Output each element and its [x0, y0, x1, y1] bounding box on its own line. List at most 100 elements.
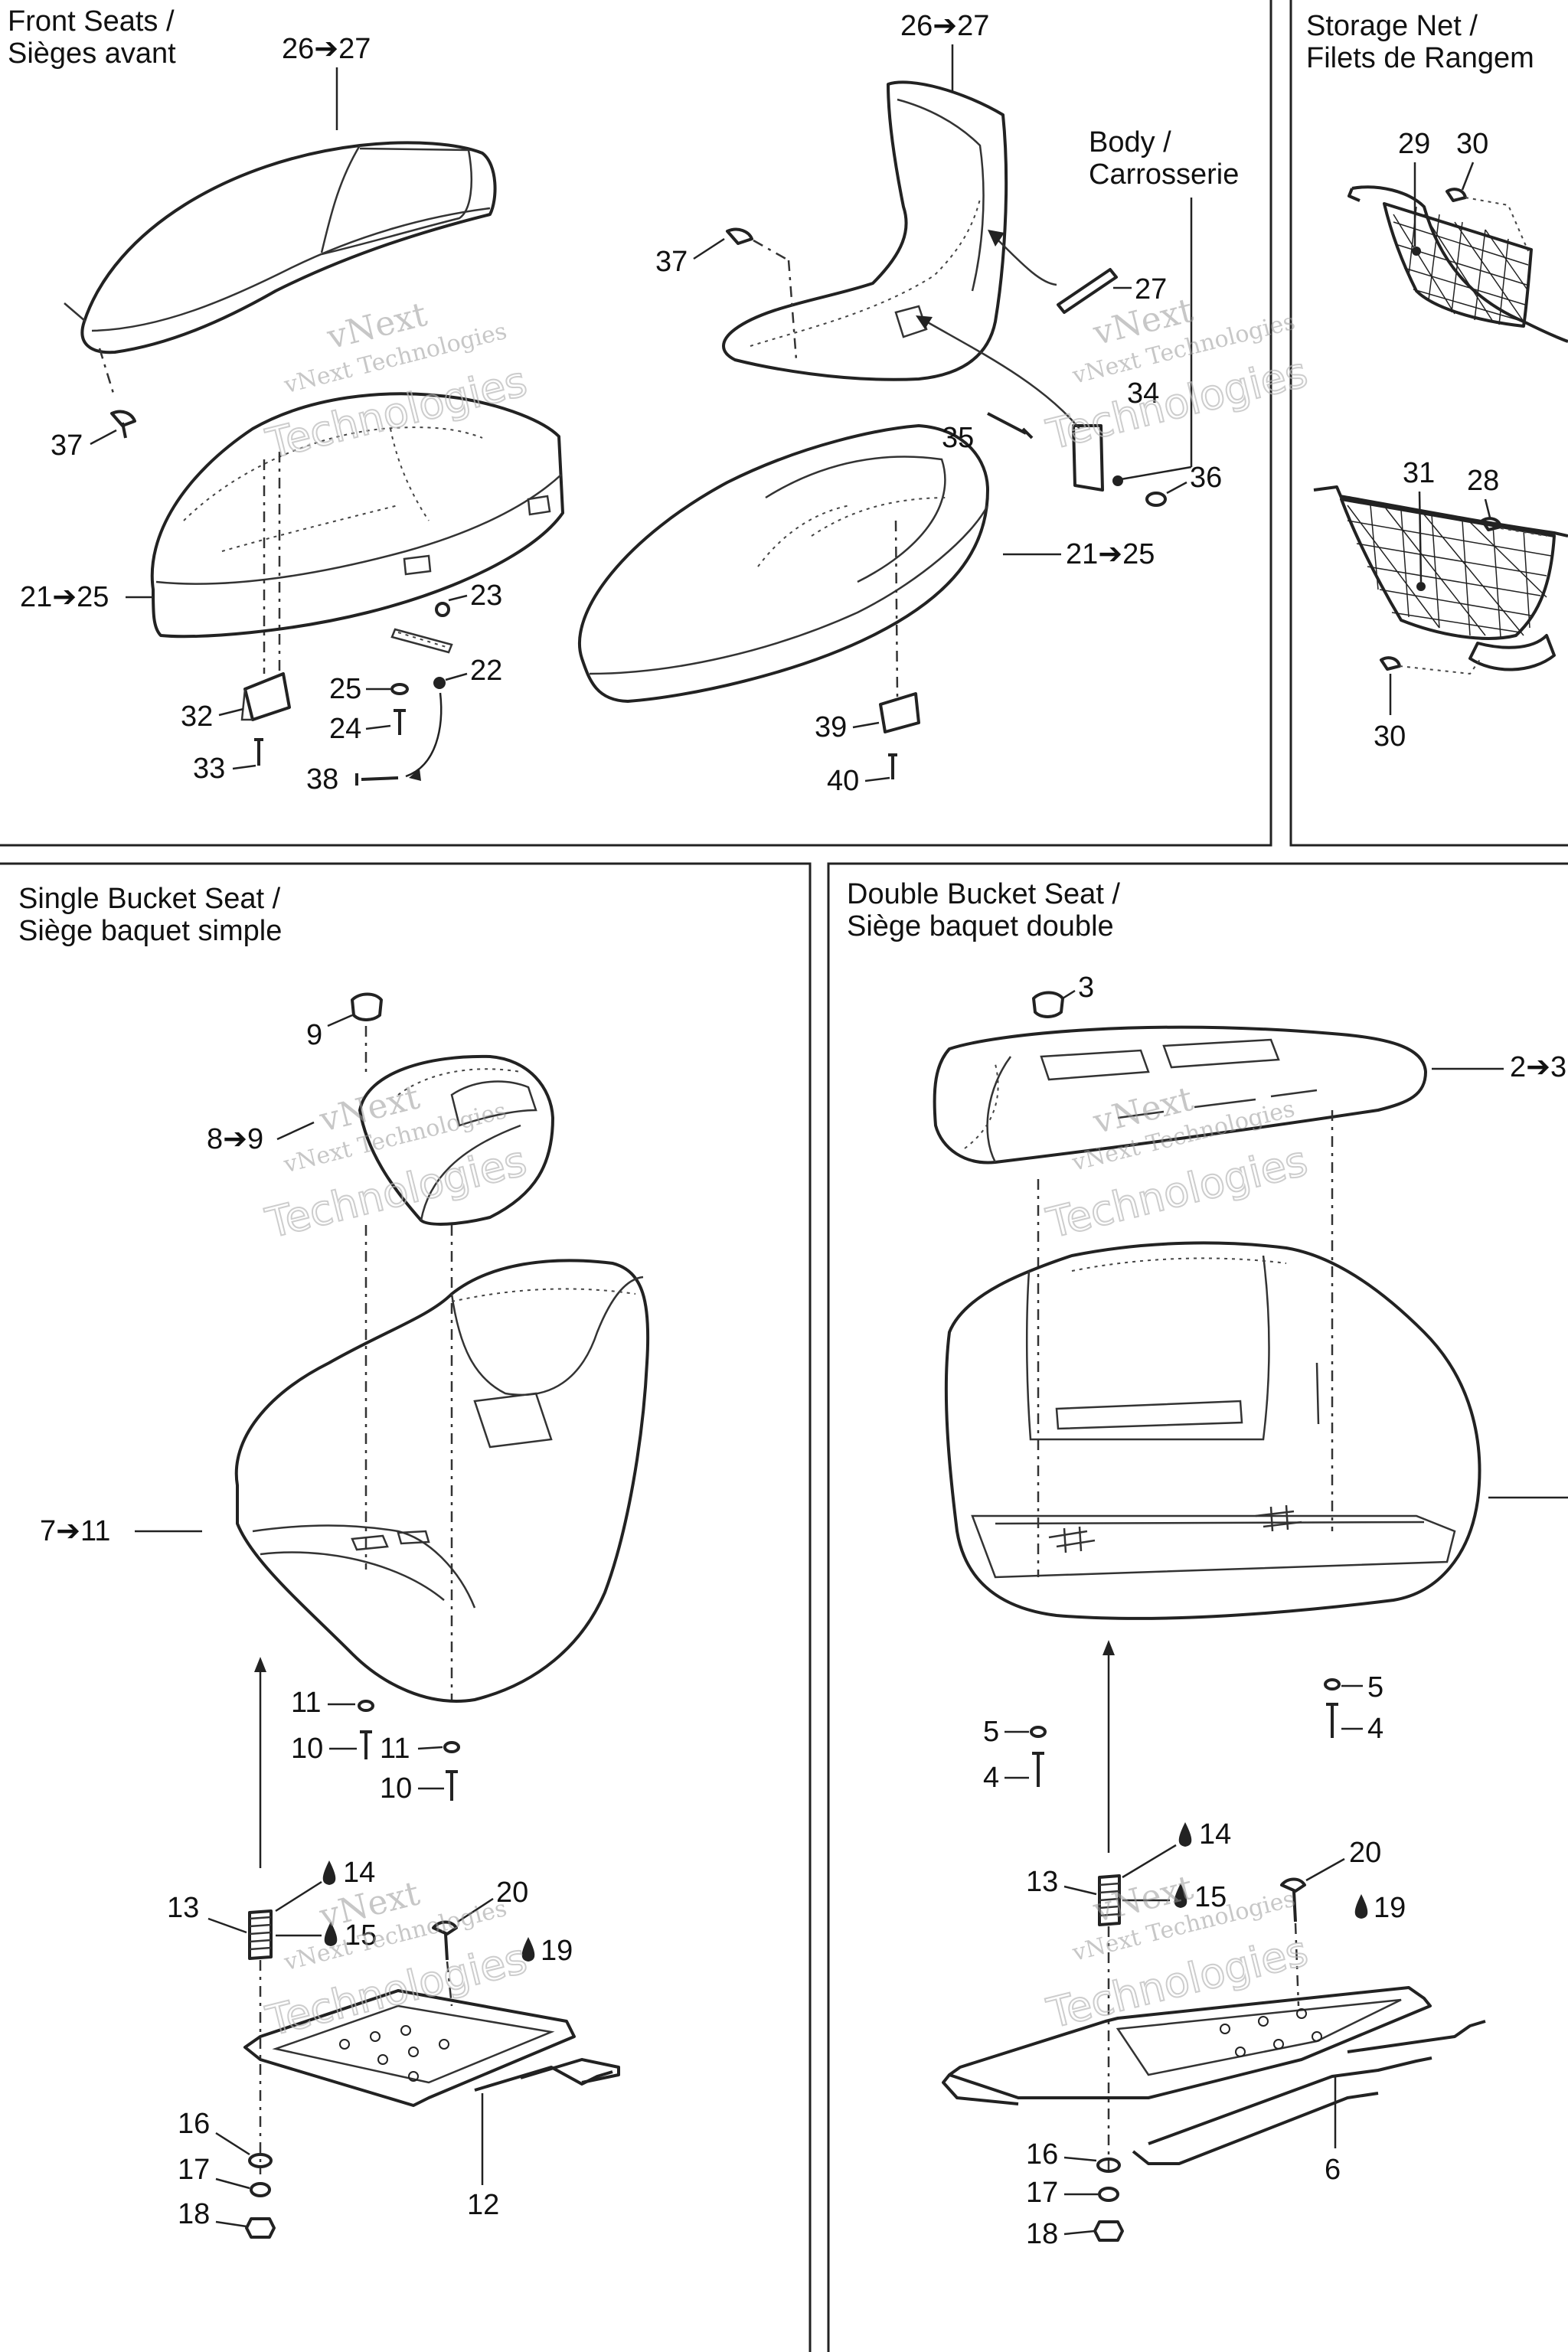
- callout-18-double: 18: [1026, 2218, 1058, 2250]
- front-seats-title-en: Front Seats /: [8, 5, 175, 38]
- screw-30-top: [1446, 188, 1467, 202]
- screw-20-axis: [446, 1961, 453, 2007]
- double-screw-20: [1280, 1877, 1306, 1922]
- leader-14-double: [1122, 1844, 1177, 1879]
- screw-38: [355, 773, 399, 786]
- washer-11-b: [443, 1741, 460, 1753]
- double-spring-coils: [1099, 1882, 1120, 1917]
- callout-10-a: 10: [291, 1733, 323, 1765]
- net-upper-body-edge: [1348, 188, 1361, 202]
- callout-2-3: 2➔3: [1510, 1051, 1566, 1083]
- callout-9: 9: [306, 1019, 322, 1051]
- callout-33: 33: [193, 753, 225, 785]
- washer-5-right: [1324, 1678, 1341, 1690]
- front-seats-title-fr: Sièges avant: [8, 38, 176, 70]
- screw-30-bottom: [1380, 656, 1401, 671]
- leader-23: [448, 594, 468, 602]
- backrest-panel-line: [320, 145, 361, 253]
- bucket-seat-edge: [260, 1551, 445, 1601]
- double-bucket-title-fr: Siège baquet double: [847, 910, 1114, 942]
- base-right-stitch: [811, 497, 950, 537]
- screw-30-path: [1465, 197, 1529, 252]
- front-seat-right-assembly: [577, 80, 1193, 779]
- double-loctite-icon-15: [1174, 1883, 1187, 1908]
- base-stitch-c: [221, 505, 399, 552]
- storage-net-title-fr: Filets de Rangem: [1306, 42, 1534, 74]
- screw-33: [254, 738, 263, 766]
- front-right-callouts: 26➔27 37 27 34 35 36 21➔25 39 40: [655, 10, 1222, 797]
- double-screw-20-axis: [1294, 1922, 1300, 2007]
- leader-13-double: [1063, 1885, 1097, 1896]
- callout-26-27-right: 26➔27: [900, 10, 989, 42]
- base-stitch-b: [390, 428, 430, 521]
- callout-40: 40: [827, 765, 859, 797]
- double-loctite-icon-19: [1354, 1894, 1368, 1919]
- storage-net-callouts: 29 30 31 28 30: [1374, 128, 1499, 753]
- velcro-strap-b: [403, 554, 432, 576]
- callout-30-bottom: 30: [1374, 720, 1406, 753]
- callout-30-top: 30: [1456, 128, 1488, 160]
- slide-tray: [272, 2004, 555, 2084]
- washer-11-a: [358, 1700, 374, 1712]
- callout-20-double: 20: [1349, 1837, 1381, 1869]
- leader-16-double: [1063, 2156, 1097, 2162]
- nut-18: [245, 2217, 276, 2239]
- bucket-inner-back: [450, 1276, 644, 1396]
- leader-31: [1418, 491, 1423, 583]
- leader-20-double: [1305, 1857, 1345, 1882]
- double-shell-mark: [1315, 1362, 1320, 1425]
- double-hole-1: [1220, 2024, 1230, 2034]
- front-left-callouts: 26➔27 37 21➔25 23 22 25 24 32 33 38: [20, 33, 502, 795]
- callout-29: 29: [1398, 128, 1430, 160]
- double-spring-13: [1098, 1874, 1121, 1926]
- leader-37: [90, 429, 117, 446]
- callout-15-double: 15: [1194, 1881, 1227, 1913]
- pin-35: [987, 412, 1034, 439]
- double-hole-6: [1312, 2031, 1322, 2042]
- base-right-stitch-b: [757, 505, 851, 567]
- bucket-seat-front: [252, 1524, 476, 1609]
- double-seat-edge: [995, 1521, 1425, 1525]
- leader-13: [207, 1917, 247, 1934]
- body-label-fr: Carrosserie: [1089, 158, 1239, 191]
- washer-17: [250, 2182, 271, 2197]
- slide-hole-3: [400, 2025, 411, 2036]
- backrest-tag: [894, 305, 928, 338]
- double-seat-hatch-right: [1255, 1504, 1302, 1532]
- callout-28: 28: [1467, 465, 1499, 497]
- screw-28-path: [1500, 528, 1547, 537]
- double-hole-5: [1273, 2039, 1284, 2050]
- screw-37: [110, 410, 136, 439]
- double-nut-18: [1093, 2220, 1124, 2242]
- spring-13: [248, 1909, 273, 1960]
- callout-27: 27: [1135, 273, 1167, 305]
- screw-4-right: [1326, 1703, 1338, 1738]
- body-label-en: Body /: [1089, 126, 1171, 158]
- screw-4-left: [1032, 1752, 1044, 1787]
- net-lower-body-edge: [1313, 485, 1343, 498]
- callout-14-double: 14: [1199, 1818, 1231, 1851]
- double-rail: [1148, 2056, 1432, 2145]
- callout-19-double: 19: [1374, 1892, 1406, 1924]
- leader-9: [327, 1014, 353, 1027]
- net-lower-body: [1339, 495, 1568, 537]
- spring-coils: [249, 1916, 272, 1951]
- callout-35: 35: [942, 422, 974, 454]
- callout-38: 38: [306, 763, 338, 795]
- single-bucket-frame: [0, 862, 812, 2352]
- screw-24: [394, 709, 406, 735]
- double-washer-16: [1096, 2158, 1121, 2173]
- single-bucket-callouts: 9 8➔9 7➔11 11 10 11 10 13 14 15 20 19 16…: [40, 1014, 573, 2230]
- loctite-icon-19: [521, 1937, 535, 1962]
- callout-13-double: 13: [1026, 1866, 1058, 1898]
- double-bucket-callouts: 3 2➔3 5 4 5 4 13 14 15 20 19 16 17 18 6: [983, 972, 1568, 2250]
- double-rail-lower: [1132, 2092, 1379, 2165]
- leader-39: [852, 721, 880, 729]
- slide-hole-7: [408, 2071, 419, 2082]
- leader-18-double: [1063, 2230, 1096, 2236]
- leader-28: [1484, 498, 1491, 518]
- leader-body-b: [1120, 466, 1192, 481]
- slide-hole-1: [339, 2039, 350, 2050]
- callout-31: 31: [1403, 457, 1435, 489]
